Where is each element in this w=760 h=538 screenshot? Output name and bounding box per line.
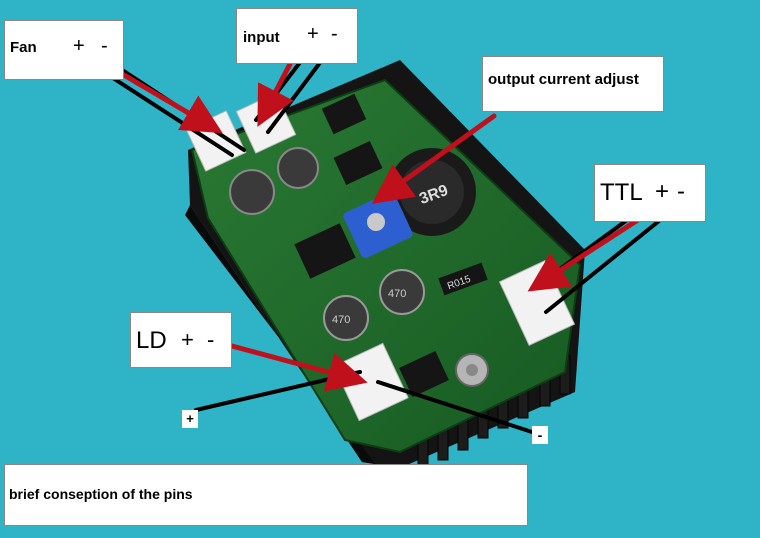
ttl-minus-sign: - (677, 178, 685, 205)
fan-label: Fan + - (4, 20, 124, 80)
adjust-label: output current adjust (482, 56, 664, 112)
ld-plus-pin-label: + (182, 410, 198, 428)
sense-resistor (438, 262, 488, 296)
ld-label: LD + - (130, 312, 232, 368)
mosfet-3 (399, 351, 449, 397)
ttl-label-text: TTL (600, 179, 643, 206)
ld-minus-sign: - (207, 327, 215, 352)
capacitor-2 (277, 147, 319, 189)
adjust-label-text: output current adjust (488, 71, 639, 88)
ld-plus-pin-text: + (186, 411, 194, 426)
ttl-arrow (527, 209, 653, 292)
input-arrow (257, 61, 294, 127)
fan-plus-sign: + (73, 35, 85, 57)
fan-arrow (109, 65, 223, 134)
mosfet-1 (321, 93, 367, 135)
capacitor-4-marking: 470 (388, 288, 406, 300)
ld-plus-sign: + (181, 327, 194, 352)
fan-label-text: Fan (10, 39, 37, 56)
input-minus-sign: - (331, 23, 338, 45)
capacitor-3-marking: 470 (332, 314, 350, 326)
capacitor-4 (379, 269, 425, 315)
ttl-connector[interactable] (498, 260, 576, 346)
caption-box: brief conseption of the pins (4, 464, 528, 526)
pcb-components: 3R9 470 470 R015 (229, 93, 489, 397)
ld-minus-pin-label: - (532, 426, 548, 444)
capacitor-3 (323, 295, 369, 341)
fan-minus-sign: - (101, 35, 108, 57)
input-label: input + - (236, 8, 358, 64)
ld-arrow (229, 343, 368, 392)
ttl-minus-leader (544, 202, 682, 314)
mosfet-2 (333, 140, 383, 186)
driver-ic (294, 223, 356, 279)
ld-minus-leader (376, 380, 534, 434)
input-plus-sign: + (307, 23, 319, 45)
caption-text: brief conseption of the pins (9, 486, 193, 502)
ld-label-text: LD (136, 327, 167, 354)
adjust-arrow (371, 113, 497, 204)
ttl-label: TTL + - (594, 164, 706, 222)
input-label-text: input (243, 29, 280, 46)
ld-minus-pin-text: - (537, 427, 543, 443)
red-arrows (109, 61, 653, 392)
ttl-plus-sign: + (655, 178, 670, 205)
capacitor-1 (229, 169, 275, 215)
